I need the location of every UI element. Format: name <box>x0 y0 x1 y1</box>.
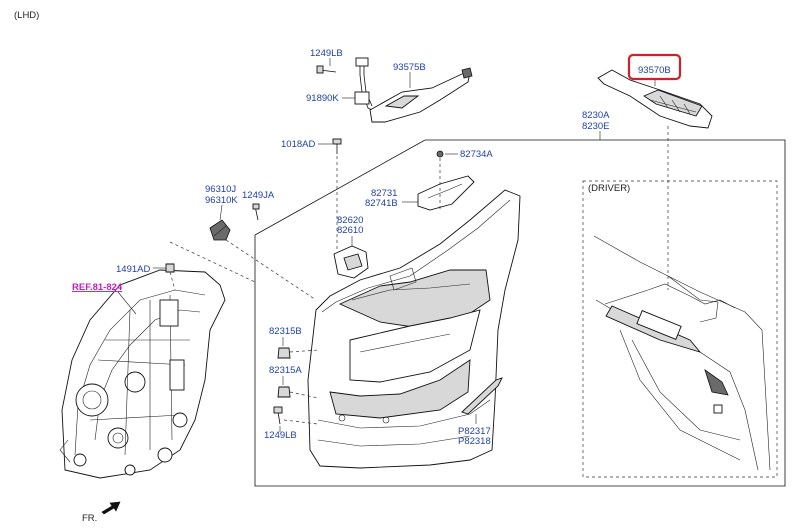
front-arrow-icon <box>101 501 121 515</box>
label-1249lb-bottom: 1249LB <box>264 430 297 441</box>
clip-1491ad <box>165 263 175 273</box>
door-module-frame <box>59 269 226 479</box>
assembly-frame <box>254 139 786 487</box>
label-1249ja: 1249JA <box>242 190 275 201</box>
leader-lines <box>169 156 441 425</box>
label-82315b: 82315B <box>269 326 302 337</box>
label-1249lb-top: 1249LB <box>310 48 343 59</box>
label-82315a: 82315A <box>269 365 302 376</box>
label-93570b: 93570B <box>638 65 671 76</box>
power-window-switch-93570b <box>597 69 713 129</box>
clip-82734a <box>436 150 444 158</box>
label-82741b: 82741B <box>365 198 398 209</box>
label-93575b: 93575B <box>393 62 426 73</box>
door-trim-panel <box>307 189 521 469</box>
variant-label: (LHD) <box>14 10 39 21</box>
screw-1249ja <box>252 203 260 221</box>
label-8230a: 8230A <box>582 110 610 121</box>
screw-1249lb-bottom <box>273 406 283 425</box>
label-82620: 82620 <box>337 215 363 226</box>
switch-bezel-93575b <box>369 67 473 123</box>
label-96310k: 96310K <box>205 195 238 206</box>
trim-strip-p82317 <box>461 377 503 415</box>
label-91890k: 91890K <box>306 93 339 104</box>
label-p82317: P82317 <box>458 426 491 437</box>
label-1018ad: 1018AD <box>281 139 315 150</box>
handle-assembly-82610 <box>333 245 369 279</box>
screw-1018ad <box>332 138 342 154</box>
driver-detail-box: (DRIVER) <box>582 180 778 478</box>
label-82734a: 82734A <box>460 149 493 160</box>
highlight-box-93570b <box>627 53 682 81</box>
inside-handle-82731 <box>417 175 475 211</box>
clip-82315b <box>277 347 291 359</box>
ref-label: REF.81-824 <box>72 282 123 293</box>
front-label: FR. <box>82 513 97 524</box>
clip-82315a <box>277 386 291 398</box>
driver-label: (DRIVER) <box>588 183 630 194</box>
speaker-grille-part <box>209 219 231 241</box>
label-8230e: 8230E <box>582 121 609 132</box>
wiring-91890k <box>354 57 377 113</box>
label-1491ad: 1491AD <box>116 264 150 275</box>
label-82731: 82731 <box>371 188 397 199</box>
label-p82318: P82318 <box>458 436 491 447</box>
screw-1249lb-top <box>316 65 337 74</box>
label-82610: 82610 <box>337 225 363 236</box>
label-96310j: 96310J <box>205 184 236 195</box>
